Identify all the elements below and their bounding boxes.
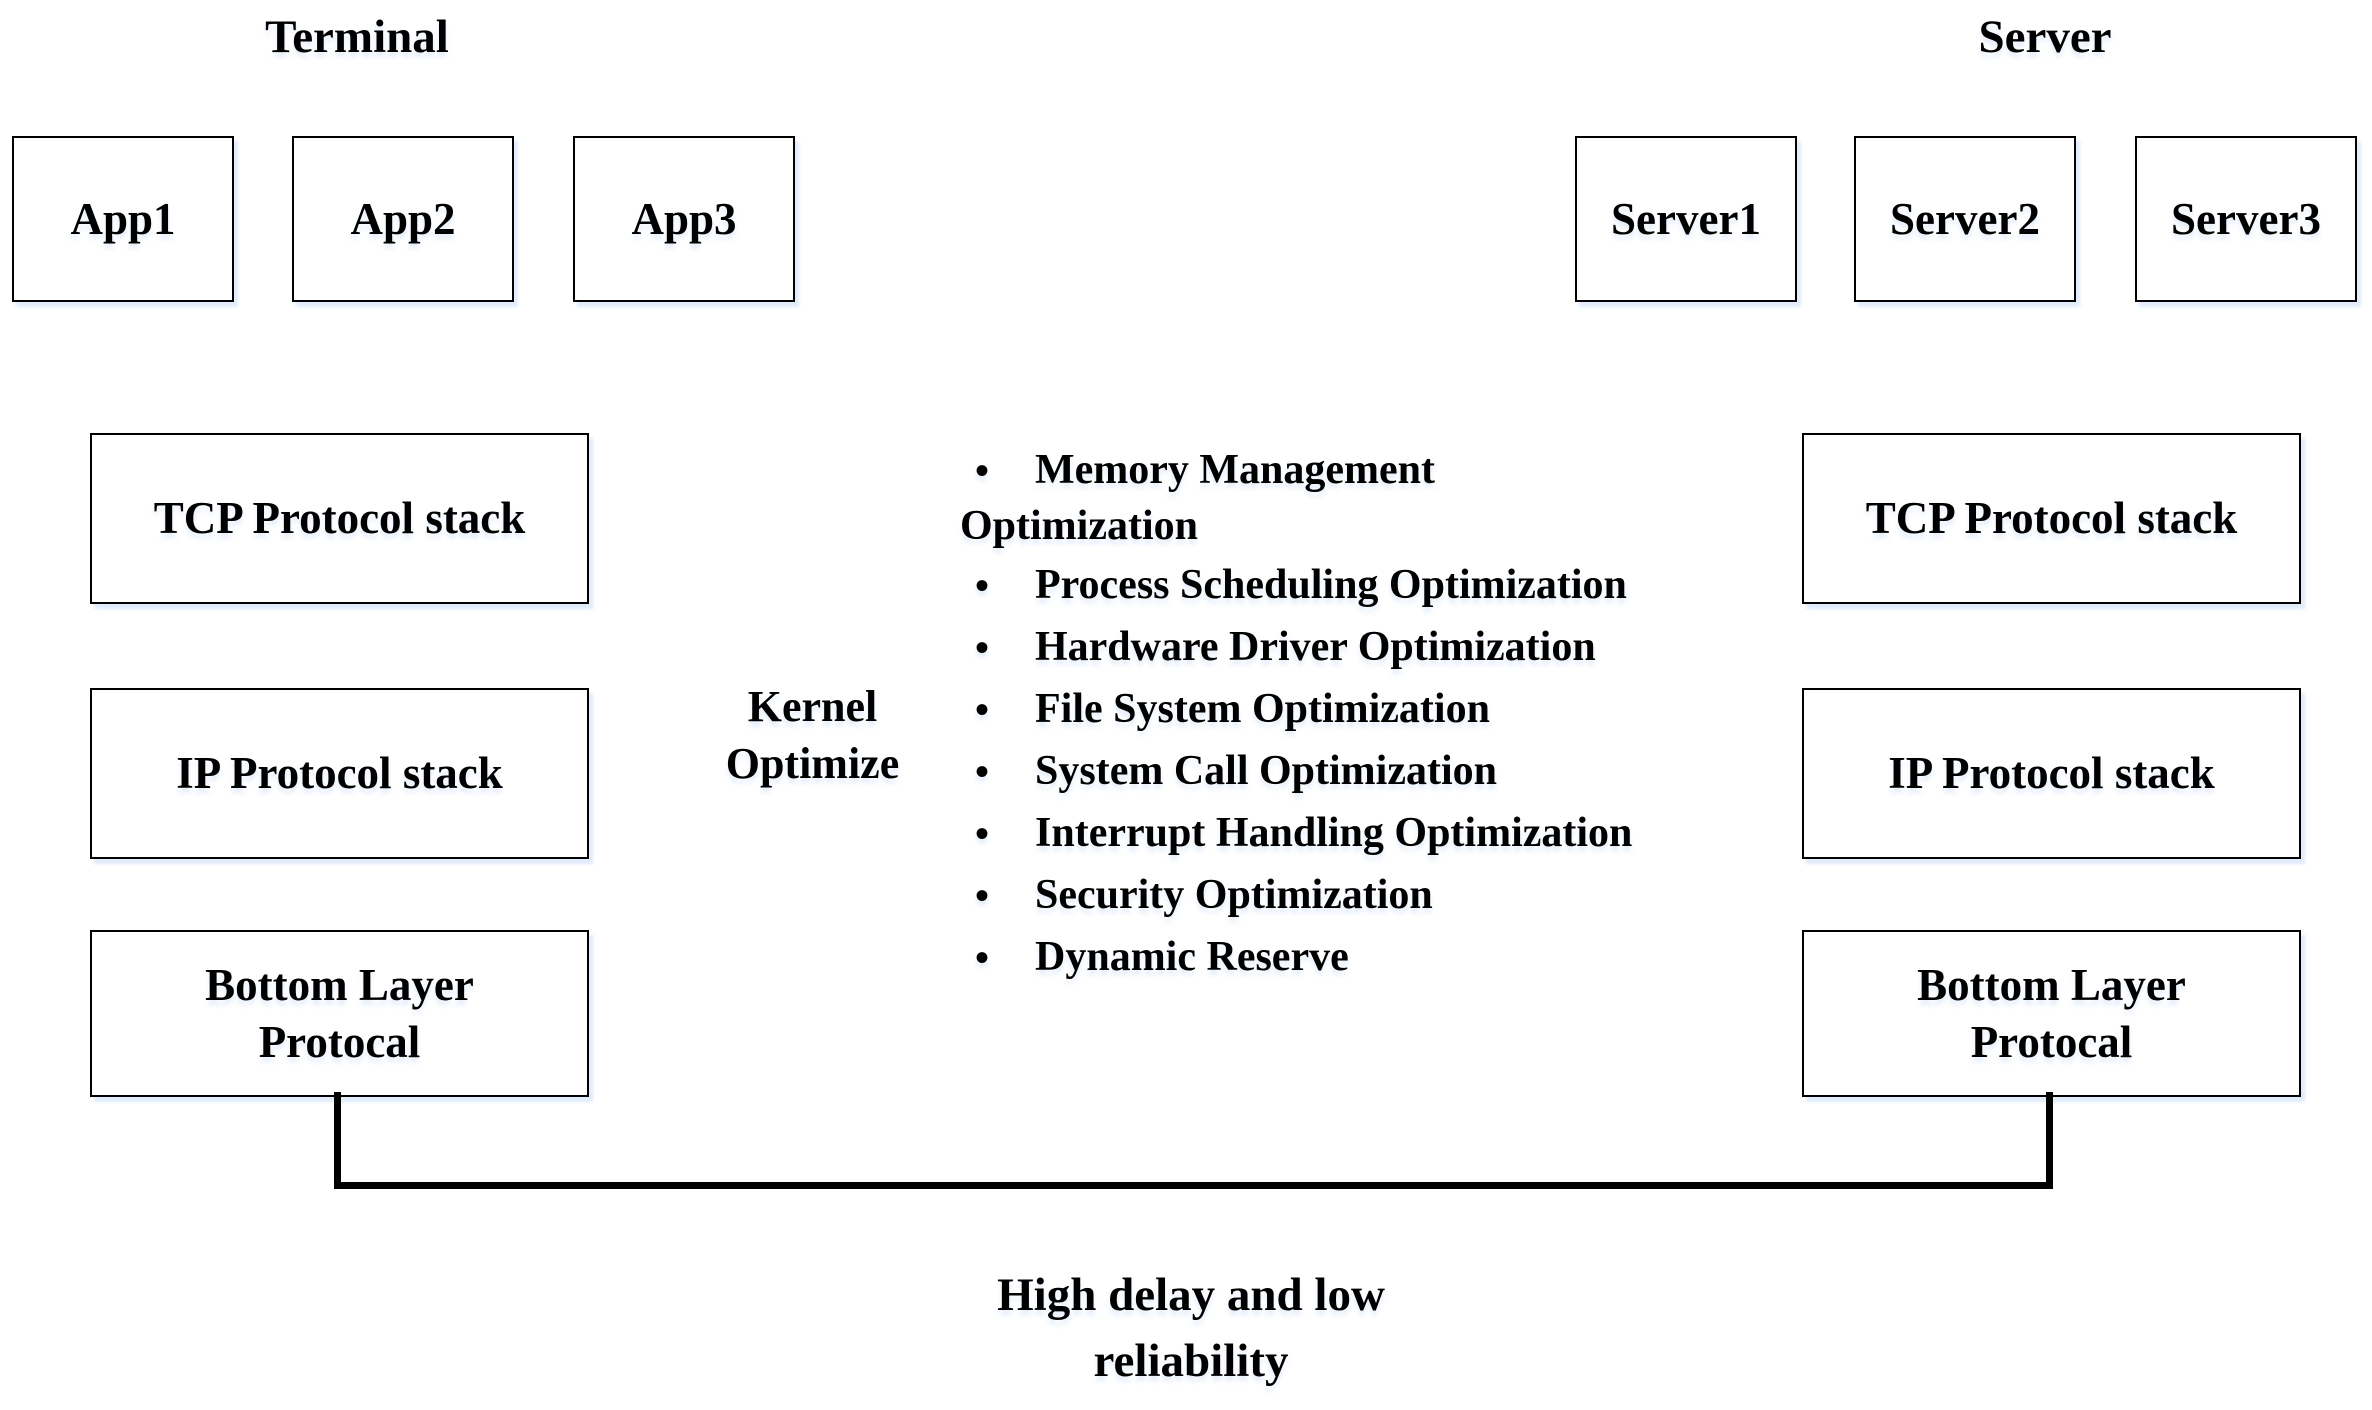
list-item-security: • Security Optimization — [975, 872, 1433, 918]
server-tcp-stack-box: TCP Protocol stack — [1802, 433, 2301, 604]
list-item-file-system: • File System Optimization — [975, 686, 1490, 732]
connector-left-vertical-line — [334, 1092, 341, 1189]
terminal-bottom-layer-label-line1: Bottom Layer — [205, 960, 474, 1011]
terminal-tcp-stack-label: TCP Protocol stack — [153, 493, 526, 544]
link-caption-line1: High delay and low — [997, 1269, 1385, 1321]
terminal-bottom-layer-box: Bottom Layer Protocal — [90, 930, 589, 1097]
kernel-optimize-label: Kernel Optimize — [685, 678, 940, 792]
terminal-bottom-layer-label-line2: Protocal — [258, 1016, 421, 1067]
bullet-icon: • — [975, 872, 990, 918]
connector-horizontal-line — [334, 1182, 2053, 1189]
bullet-icon: • — [975, 810, 990, 856]
app1-label: App1 — [70, 194, 176, 244]
server-ip-stack-label: IP Protocol stack — [1888, 748, 2215, 799]
server1-label: Server1 — [1611, 194, 1761, 244]
list-item-interrupt-handling: • Interrupt Handling Optimization — [975, 810, 1633, 856]
server3-box: Server3 — [2135, 136, 2357, 302]
server-ip-stack-box: IP Protocol stack — [1802, 688, 2301, 859]
app2-box: App2 — [292, 136, 514, 302]
connector-right-vertical-line — [2046, 1092, 2053, 1189]
server-tcp-stack-label: TCP Protocol stack — [1865, 493, 2238, 544]
link-caption-line2: reliability — [1093, 1335, 1289, 1387]
terminal-ip-stack-label: IP Protocol stack — [176, 748, 503, 799]
bullet-icon: • — [975, 748, 990, 794]
bullet-icon: • — [975, 686, 990, 732]
list-item-process-scheduling: • Process Scheduling Optimization — [975, 562, 1627, 608]
bullet-icon: • — [975, 934, 990, 980]
server-bottom-layer-label-line2: Protocal — [1970, 1016, 2133, 1067]
bullet-icon: • — [975, 624, 990, 670]
terminal-heading: Terminal — [265, 11, 449, 63]
app3-label: App3 — [631, 194, 737, 244]
terminal-tcp-stack-box: TCP Protocol stack — [90, 433, 589, 604]
list-item-memory-management: • Memory Management — [975, 447, 1436, 493]
list-item-memory-management-cont: Optimization — [960, 503, 1198, 549]
link-caption: High delay and low reliability — [791, 1262, 1591, 1394]
server3-label: Server3 — [2171, 194, 2321, 244]
server-bottom-layer-box: Bottom Layer Protocal — [1802, 930, 2301, 1097]
bullet-icon: • — [975, 562, 990, 608]
server2-box: Server2 — [1854, 136, 2076, 302]
bullet-icon: • — [975, 447, 990, 493]
app3-box: App3 — [573, 136, 795, 302]
kernel-optimize-label-line1: Kernel — [747, 682, 878, 731]
server-bottom-layer-label-line1: Bottom Layer — [1917, 960, 2186, 1011]
app1-box: App1 — [12, 136, 234, 302]
kernel-optimize-label-line2: Optimize — [725, 739, 900, 789]
app2-label: App2 — [350, 194, 456, 244]
terminal-ip-stack-box: IP Protocol stack — [90, 688, 589, 859]
server-heading: Server — [1978, 11, 2112, 63]
list-item-dynamic-reserve: • Dynamic Reserve — [975, 934, 1349, 980]
server2-label: Server2 — [1890, 194, 2040, 244]
list-item-system-call: • System Call Optimization — [975, 748, 1497, 794]
kernel-optimization-list: • Memory Management Optimization • Proce… — [940, 442, 1820, 988]
server1-box: Server1 — [1575, 136, 1797, 302]
list-item-hardware-driver: • Hardware Driver Optimization — [975, 624, 1596, 670]
